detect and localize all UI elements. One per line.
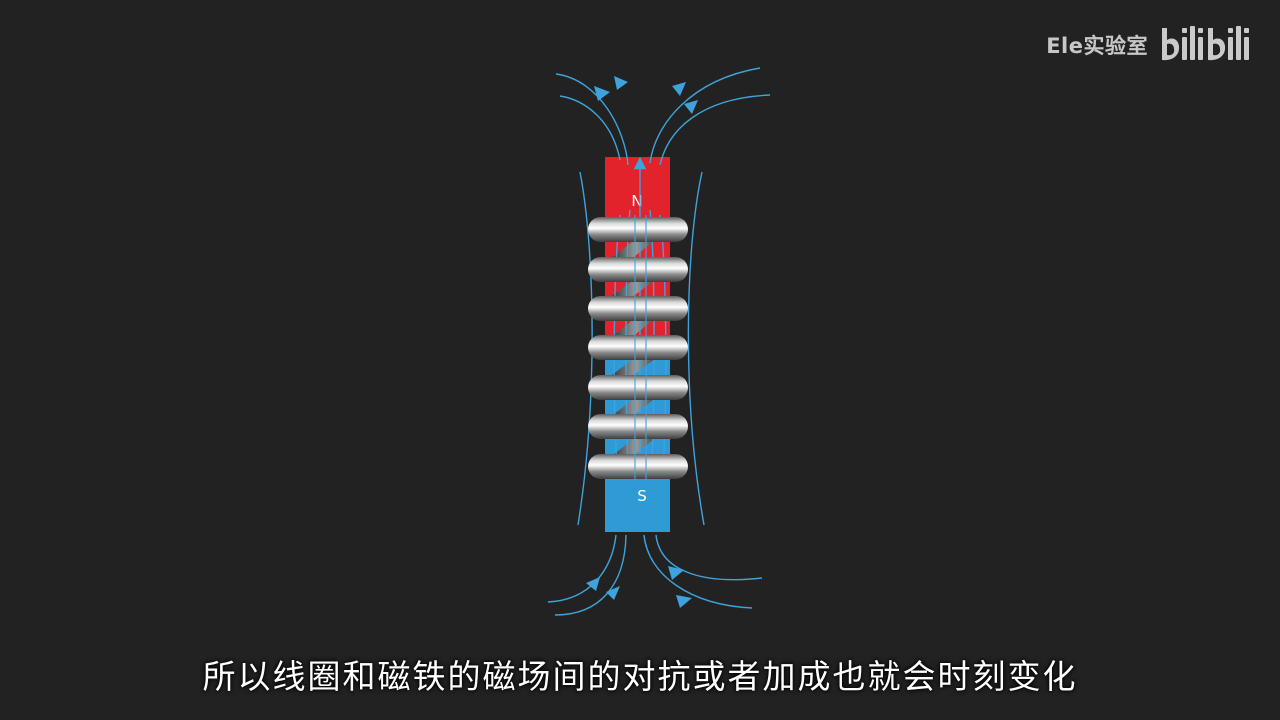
arrow-icon — [586, 577, 600, 591]
arrow-icon — [594, 86, 610, 101]
coil-turn — [588, 257, 688, 282]
coil-turn — [588, 335, 688, 360]
bilibili-logo-icon — [1162, 26, 1249, 61]
copper-coil — [588, 217, 688, 479]
arrow-icon — [606, 586, 620, 600]
channel-watermark: Ele实验室 — [1046, 22, 1256, 68]
south-pole-label: S — [637, 487, 647, 505]
field-lines-front — [634, 215, 647, 480]
video-subtitle: 所以线圈和磁铁的磁场间的对抗或者加成也就会时刻变化 — [202, 657, 1078, 696]
arrow-icon — [684, 100, 698, 114]
arrow-icon — [676, 595, 692, 608]
coil-turn — [588, 296, 688, 321]
arrow-icon — [668, 566, 684, 580]
coil-turn — [588, 375, 688, 400]
coil-turn — [588, 454, 688, 479]
arrow-icon — [672, 82, 686, 96]
north-pole-label: N — [631, 192, 642, 210]
coil-turn — [588, 217, 688, 242]
field-direction-arrows — [586, 76, 698, 608]
coil-turn — [588, 414, 688, 439]
channel-name: Ele实验室 — [1046, 34, 1148, 58]
arrow-icon — [614, 76, 628, 90]
